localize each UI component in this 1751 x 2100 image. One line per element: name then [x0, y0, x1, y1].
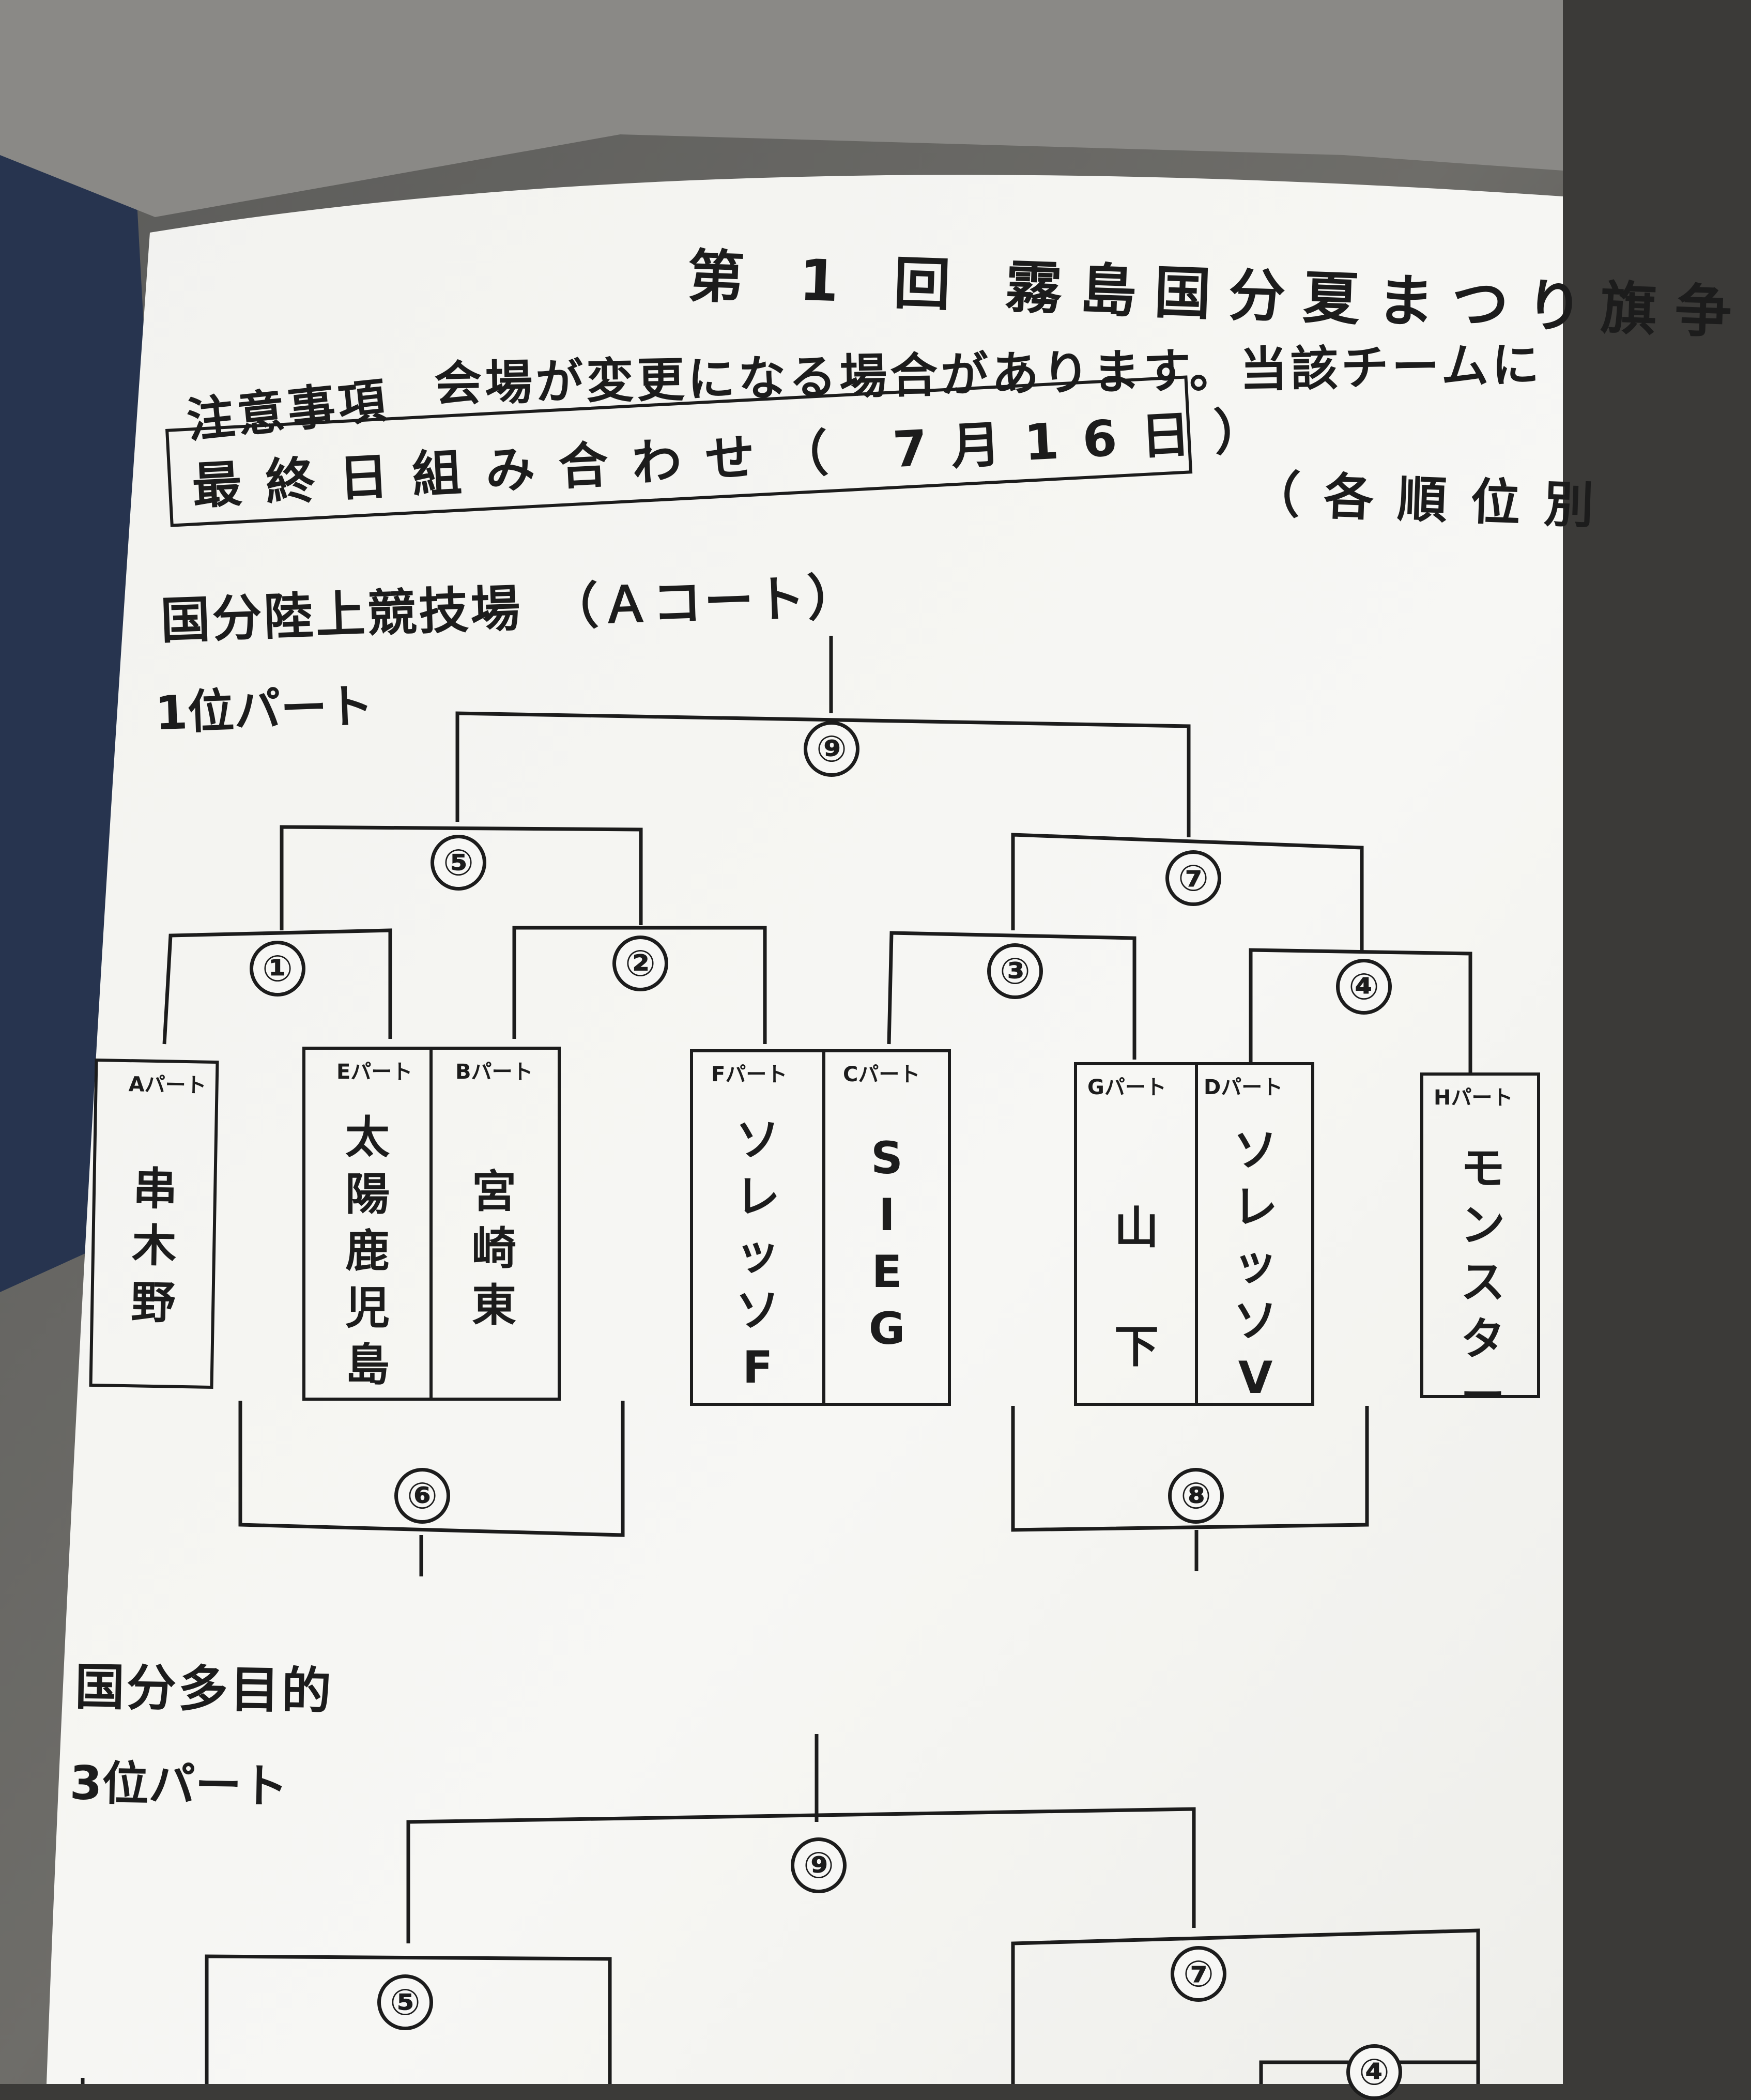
team-box-H: Hパート モンスター	[1420, 1072, 1540, 1422]
team-name-G: 山下	[1114, 1202, 1159, 1373]
match-9-badge-2: ⑨	[791, 1837, 847, 1893]
match-4-badge: ④	[1336, 959, 1392, 1015]
team-name-F: ソレッソF	[735, 1114, 780, 1393]
bracket-lines-1	[162, 636, 1472, 1576]
photo-background	[0, 0, 1563, 2084]
match-1-badge: ①	[250, 941, 305, 997]
team-name-C: SIEG	[868, 1132, 905, 1355]
match-6-badge: ⑥	[394, 1468, 450, 1524]
team-name-E: 太陽鹿児島	[345, 1112, 390, 1391]
part-label-E: Eパート	[336, 1060, 413, 1084]
match-8-badge: ⑧	[1168, 1468, 1224, 1524]
bracket-lines-2	[81, 1734, 1480, 2084]
bracket-sheet: 第 1 回 霧島国分夏まつり旗争 注意事項 会場が変更になる場合があります。当該…	[69, 243, 1750, 2100]
match-7-badge-2: ⑦	[1171, 1946, 1226, 2002]
team-box-G-D: Gパート 山下 Dパート ソレッソV	[1074, 1062, 1314, 1406]
part-label-F: Fパート	[711, 1063, 788, 1086]
team-box-F-C: Fパート ソレッソF Cパート SIEG	[690, 1049, 951, 1406]
match-4-badge-2: ④	[1346, 2044, 1402, 2100]
part-label-B: Bパート	[455, 1060, 533, 1084]
match-2-badge: ②	[612, 936, 668, 991]
match-3-badge: ③	[987, 943, 1043, 999]
part-label-G: Gパート	[1087, 1076, 1166, 1099]
match-5-badge: ⑤	[431, 835, 486, 891]
part-label-H: Hパート	[1434, 1086, 1513, 1110]
part-label-C: Cパート	[843, 1063, 920, 1086]
team-name-B: 宮崎東	[472, 1166, 516, 1331]
part-label-D: Dパート	[1204, 1076, 1283, 1099]
team-name-H: モンスター	[1461, 1143, 1505, 1422]
match-5-badge-2: ⑤	[377, 1974, 433, 2030]
team-box-E-B: Eパート 太陽鹿児島 Bパート 宮崎東	[302, 1047, 561, 1401]
match-9-badge: ⑨	[804, 721, 859, 777]
match-7-badge: ⑦	[1165, 850, 1221, 906]
team-name-D: ソレッソV	[1233, 1125, 1278, 1404]
